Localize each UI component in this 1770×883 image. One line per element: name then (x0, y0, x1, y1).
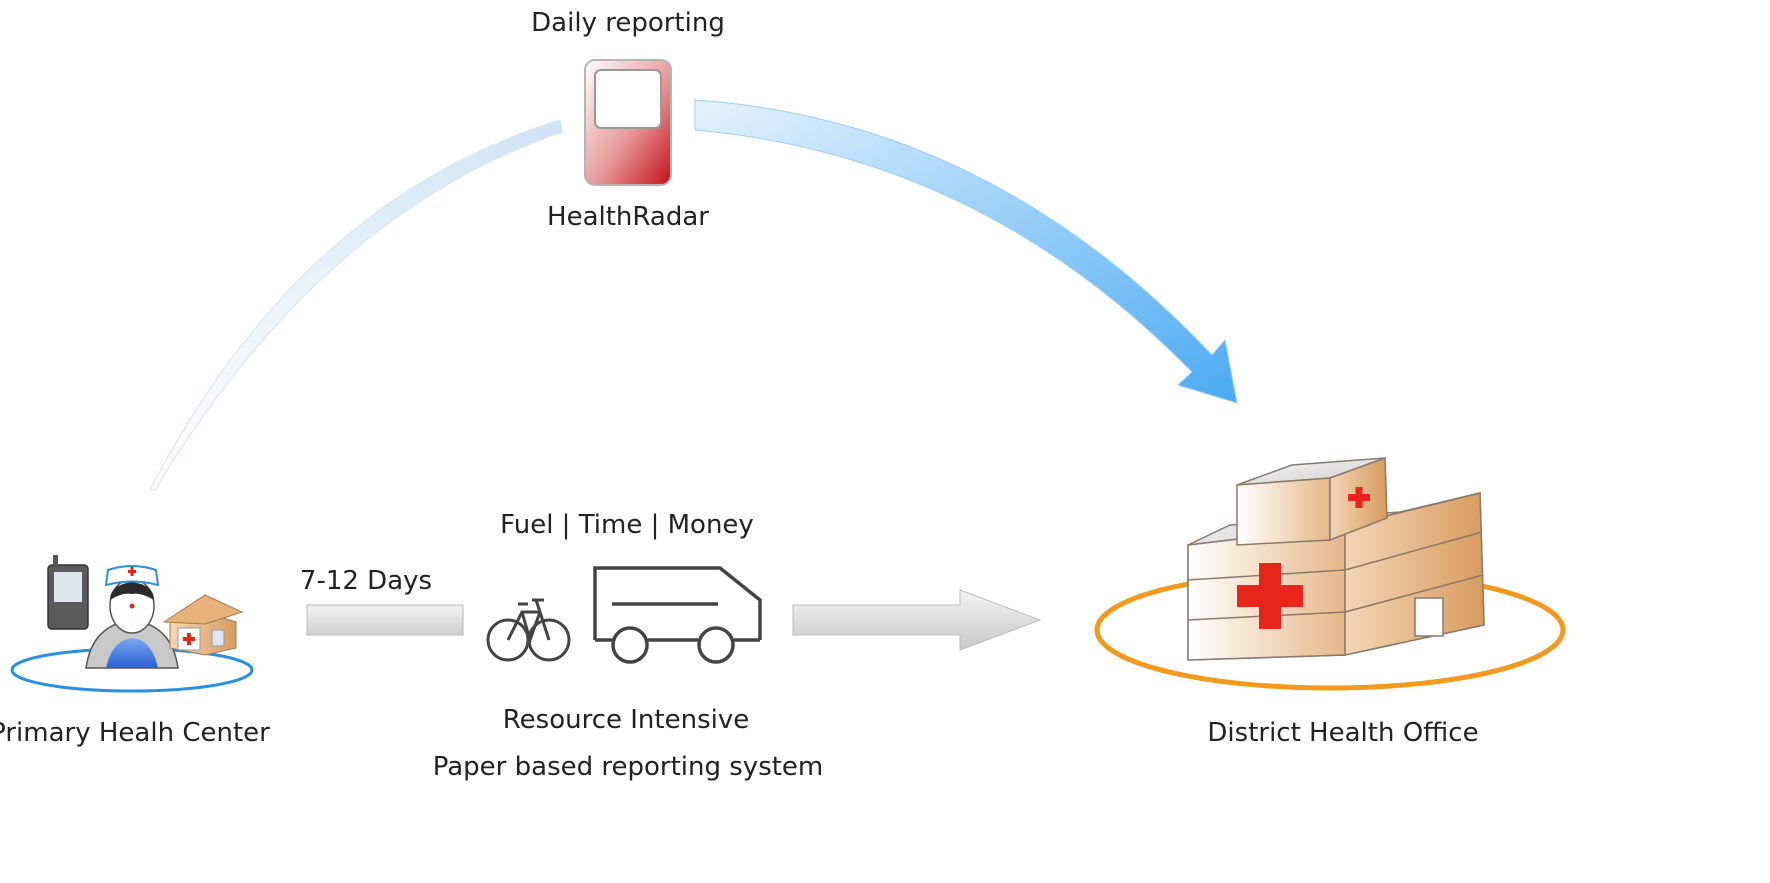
paper-flow-arrow (792, 589, 1042, 651)
small-clinic-icon (162, 594, 244, 656)
nurse-icon (85, 565, 179, 669)
delivery-van-icon (593, 566, 762, 664)
primary-health-center-illustration (10, 555, 254, 693)
healthradar-label: HealthRadar (547, 202, 709, 232)
primary-health-center-label: Primary Healh Center (0, 718, 270, 748)
upload-curve-arrow (149, 119, 563, 491)
district-health-office-label: District Health Office (1207, 718, 1479, 748)
district-health-office-illustration (1094, 456, 1566, 691)
resource-intensive-label: Resource Intensive (502, 705, 750, 735)
mobile-phone-icon (47, 555, 89, 630)
medical-cross-icon (1237, 563, 1303, 629)
healthradar-device-icon (584, 59, 672, 186)
costs-label: Fuel | Time | Money (500, 510, 754, 540)
daily-reporting-label: Daily reporting (531, 8, 725, 38)
bicycle-icon (486, 598, 571, 662)
duration-label: 7-12 Days (299, 566, 433, 596)
duration-bar (306, 604, 464, 636)
report-curve-arrow (694, 99, 1238, 404)
paper-system-label: Paper based reporting system (432, 752, 824, 782)
small-medical-cross-icon (1348, 487, 1370, 508)
